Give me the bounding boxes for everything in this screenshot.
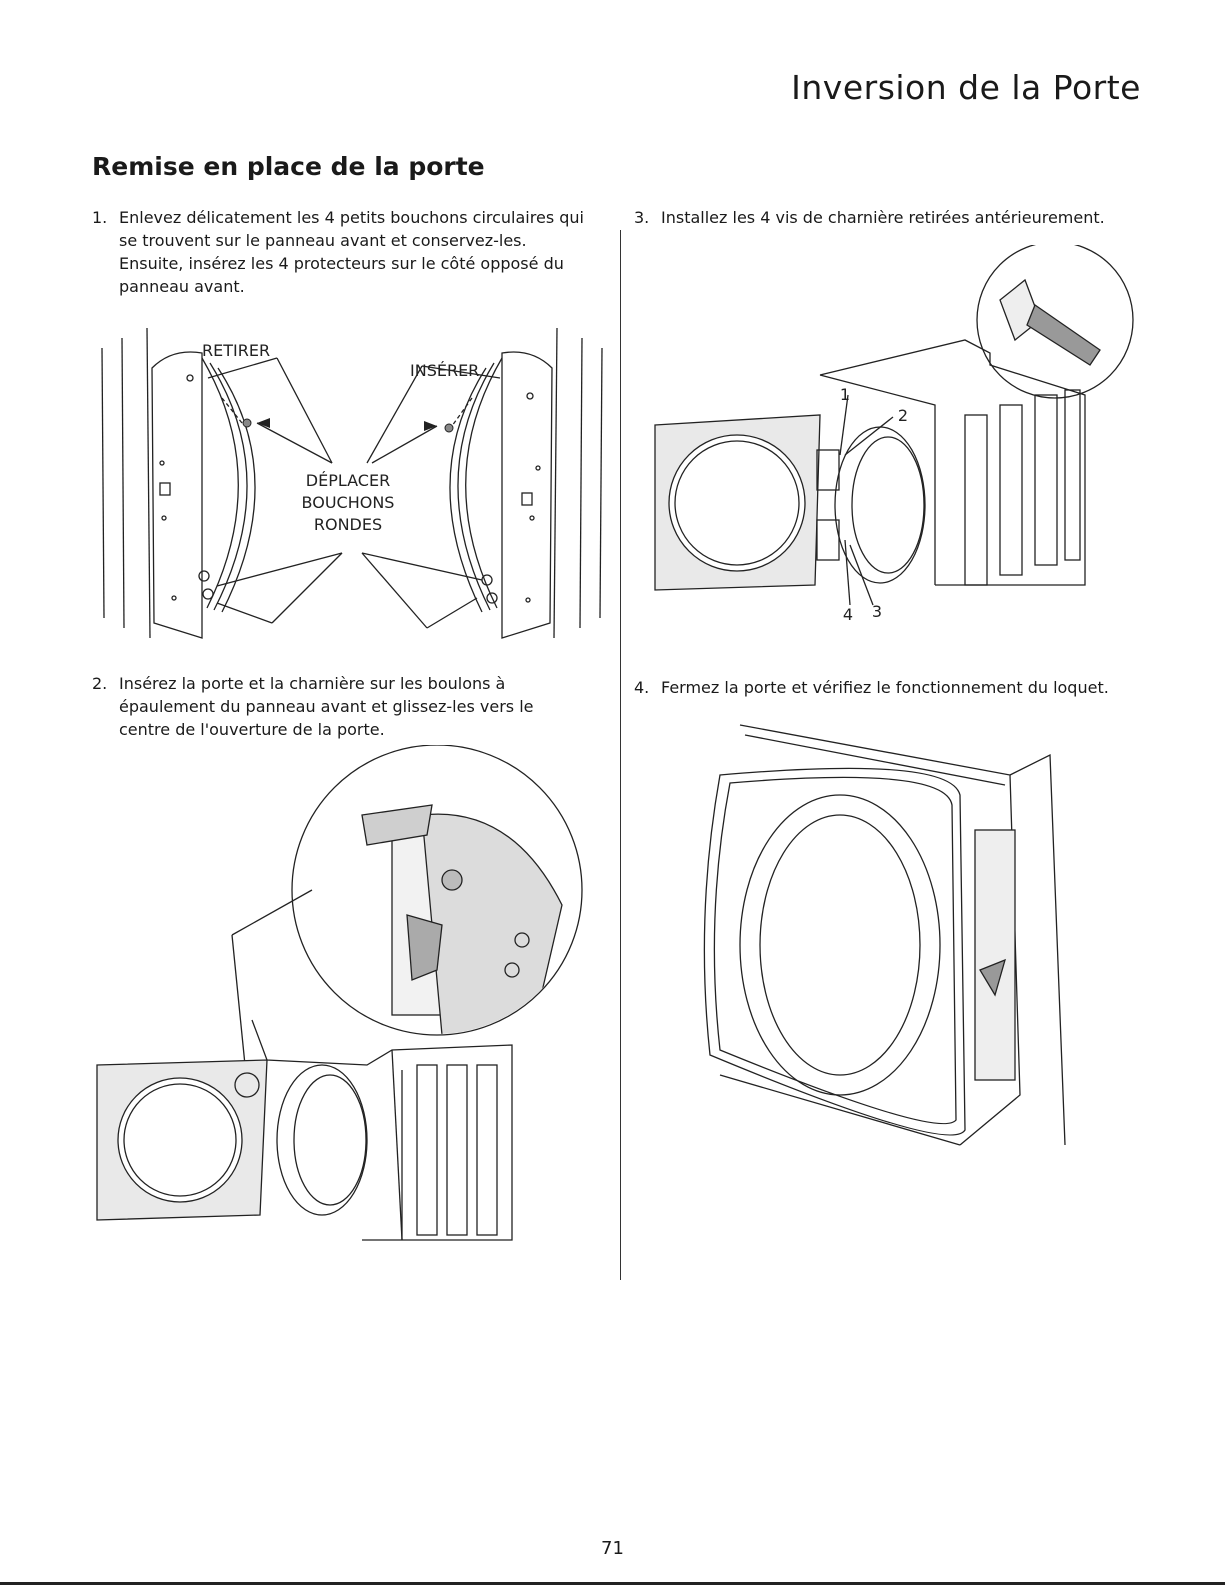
- step-1: 1. Enlevez délicatement les 4 petits bou…: [92, 206, 592, 298]
- step-2: 2. Insérez la porte et la charnière sur …: [92, 672, 572, 741]
- figure-door-insert-illustration: [96, 745, 583, 1241]
- figure-door-insert: [92, 745, 612, 1245]
- page-header-title: Inversion de la Porte: [791, 68, 1141, 107]
- step-number: 4.: [634, 678, 650, 697]
- step-number: 2.: [92, 674, 108, 693]
- callout-2: 2: [898, 406, 908, 425]
- column-divider: [620, 230, 621, 1280]
- label-move-line-3: RONDES: [314, 515, 382, 534]
- step-3: 3. Installez les 4 vis de charnière reti…: [634, 206, 1194, 229]
- step-4: 4. Fermez la porte et vérifiez le foncti…: [634, 676, 1194, 699]
- figure-closed-door: [690, 715, 1090, 1155]
- step-number: 3.: [634, 208, 650, 227]
- step-number: 1.: [92, 208, 108, 227]
- figure-caps-illustration: RETIRER INSÉRER DÉPLACER BOUCHONS RONDES: [101, 327, 603, 639]
- step-text: Fermez la porte et vérifiez le fonctionn…: [661, 678, 1109, 697]
- step-text: Enlevez délicatement les 4 petits boucho…: [119, 208, 584, 296]
- bottom-rule: [0, 1582, 1225, 1585]
- callout-4: 4: [843, 605, 853, 624]
- figure-hinge-screws: 1 2 3 4: [645, 245, 1165, 630]
- callout-3: 3: [872, 602, 882, 621]
- figure-caps-relocation: RETIRER INSÉRER DÉPLACER BOUCHONS RONDES: [92, 318, 612, 653]
- step-text: Insérez la porte et la charnière sur les…: [119, 674, 534, 739]
- figure-closed-door-illustration: [703, 724, 1066, 1146]
- label-insert: INSÉRER: [410, 361, 479, 380]
- figure-hinge-screws-illustration: 1 2 3 4: [654, 245, 1134, 624]
- label-move-line-2: BOUCHONS: [302, 493, 395, 512]
- label-move-line-1: DÉPLACER: [306, 471, 390, 490]
- callout-1: 1: [840, 385, 850, 404]
- page-number: 71: [601, 1538, 624, 1559]
- section-title: Remise en place de la porte: [92, 152, 485, 181]
- label-remove: RETIRER: [202, 341, 270, 360]
- step-text: Installez les 4 vis de charnière retirée…: [661, 208, 1105, 227]
